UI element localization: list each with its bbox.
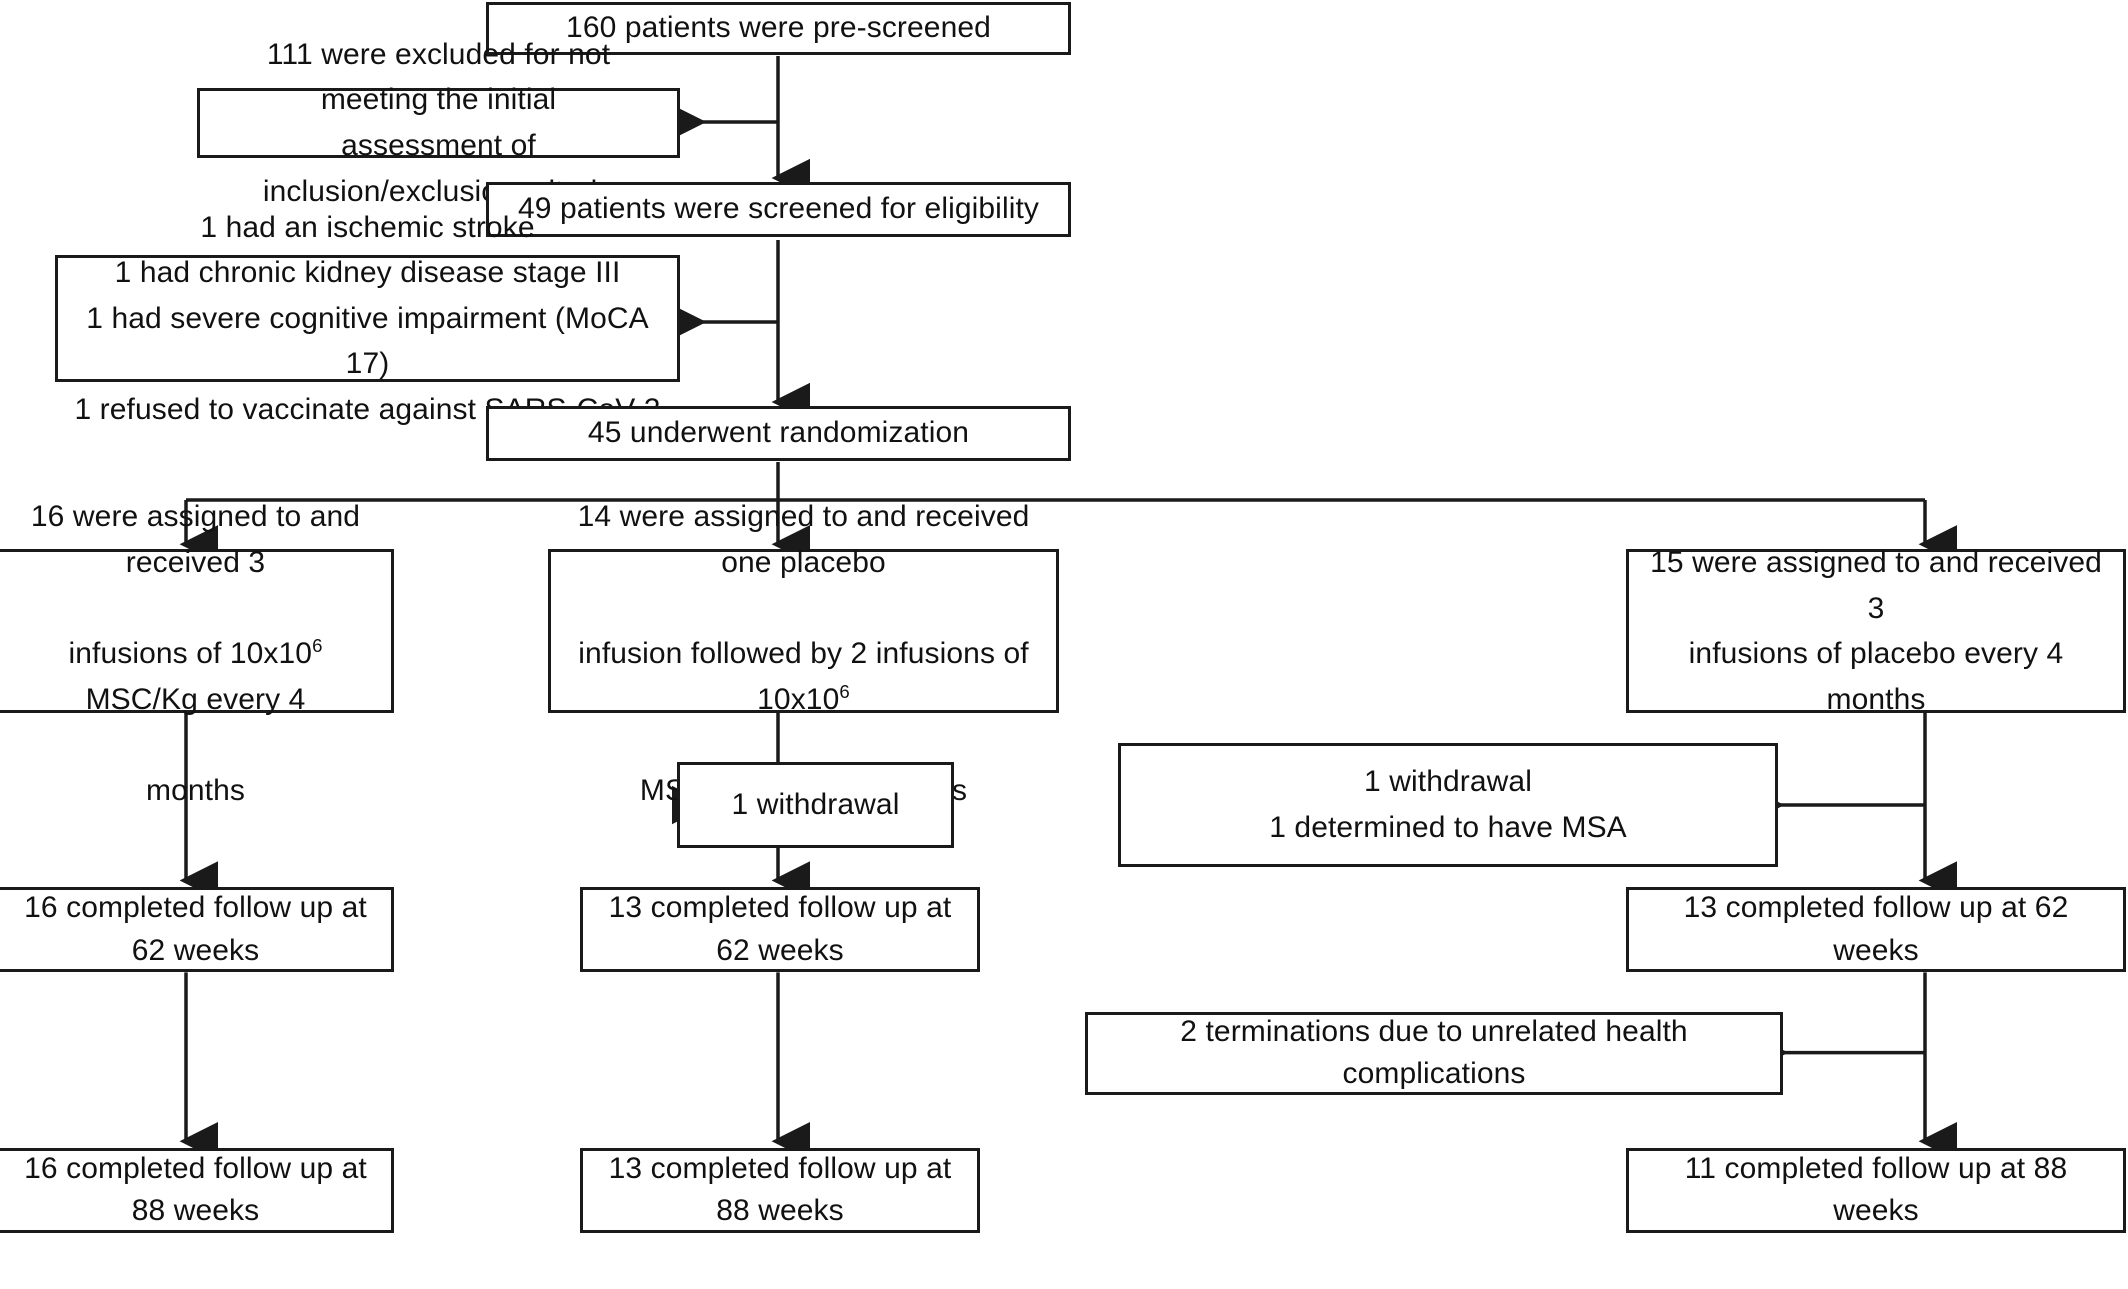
arm-middle-line2-pre: infusion followed by 2 infusions of 10x1… bbox=[578, 637, 1029, 716]
node-terminations-right-label: 2 terminations due to unrelated health c… bbox=[1180, 1014, 1688, 1091]
node-followup88-left: 16 completed follow up at 88 weeks bbox=[0, 1147, 394, 1234]
node-followup62-left-label: 16 completed follow up at 62 weeks bbox=[24, 891, 367, 967]
arm-left-line2-pre: infusions of 10x10 bbox=[68, 637, 313, 671]
node-withdrawal-middle-label: 1 withdrawal bbox=[731, 787, 900, 821]
node-withdrawal-right: 1 withdrawal 1 determined to have MSA bbox=[1118, 742, 1778, 868]
arm-middle-line1: 14 were assigned to and received one pla… bbox=[577, 500, 1030, 579]
node-pre-screened-label: 160 patients were pre-screened bbox=[566, 11, 991, 45]
node-followup62-right: 13 completed follow up at 62 weeks bbox=[1626, 887, 2126, 973]
arm-left-line2-post: MSC/Kg every 4 bbox=[85, 682, 306, 716]
node-arm-right-assignment-label: 15 were assigned to and received 3 infus… bbox=[1650, 546, 2102, 716]
node-pre-screened: 160 patients were pre-screened bbox=[486, 2, 1071, 55]
node-followup62-right-label: 13 completed follow up at 62 weeks bbox=[1683, 891, 2069, 967]
node-followup88-left-label: 16 completed follow up at 88 weeks bbox=[24, 1151, 367, 1228]
node-arm-middle-assignment-label: 14 were assigned to and received one pla… bbox=[551, 449, 1056, 814]
arm-left-line2-sup: 6 bbox=[312, 635, 323, 657]
node-arm-left-assignment-label: 16 were assigned to and received 3 infus… bbox=[0, 449, 391, 814]
node-withdrawal-middle: 1 withdrawal bbox=[677, 762, 954, 848]
node-followup62-left: 16 completed follow up at 62 weeks bbox=[0, 887, 394, 973]
node-arm-middle-assignment: 14 were assigned to and received one pla… bbox=[548, 500, 1059, 807]
node-terminations-right: 2 terminations due to unrelated health c… bbox=[1085, 1011, 1783, 1096]
arm-left-line3: months bbox=[146, 773, 245, 807]
node-arm-right-assignment: 15 were assigned to and received 3 infus… bbox=[1626, 546, 2126, 716]
node-arm-left-assignment: 16 were assigned to and received 3 infus… bbox=[0, 500, 394, 807]
arm-middle-line2-sup: 6 bbox=[839, 680, 850, 702]
node-randomized-label: 45 underwent randomization bbox=[587, 416, 970, 450]
node-followup88-right: 11 completed follow up at 88 weeks bbox=[1626, 1147, 2126, 1234]
node-followup62-middle: 13 completed follow up at 62 weeks bbox=[580, 887, 980, 973]
node-excluded-reasons-label: 1 had an ischemic stroke 1 had chronic k… bbox=[74, 210, 660, 426]
node-followup62-middle-label: 13 completed follow up at 62 weeks bbox=[608, 891, 952, 967]
node-followup88-middle-label: 13 completed follow up at 88 weeks bbox=[608, 1151, 952, 1228]
node-followup88-right-label: 11 completed follow up at 88 weeks bbox=[1684, 1151, 2068, 1228]
node-excluded-initial: 111 were excluded for not meeting the in… bbox=[197, 38, 680, 208]
node-screened-eligibility-label: 49 patients were screened for eligibilit… bbox=[517, 192, 1040, 226]
arm-left-line1: 16 were assigned to and received 3 bbox=[30, 500, 361, 579]
node-randomized: 45 underwent randomization bbox=[486, 406, 1071, 461]
node-withdrawal-right-label: 1 withdrawal 1 determined to have MSA bbox=[1269, 765, 1627, 845]
node-excluded-reasons: 1 had an ischemic stroke 1 had chronic k… bbox=[55, 211, 680, 426]
node-followup88-middle: 13 completed follow up at 88 weeks bbox=[580, 1147, 980, 1234]
